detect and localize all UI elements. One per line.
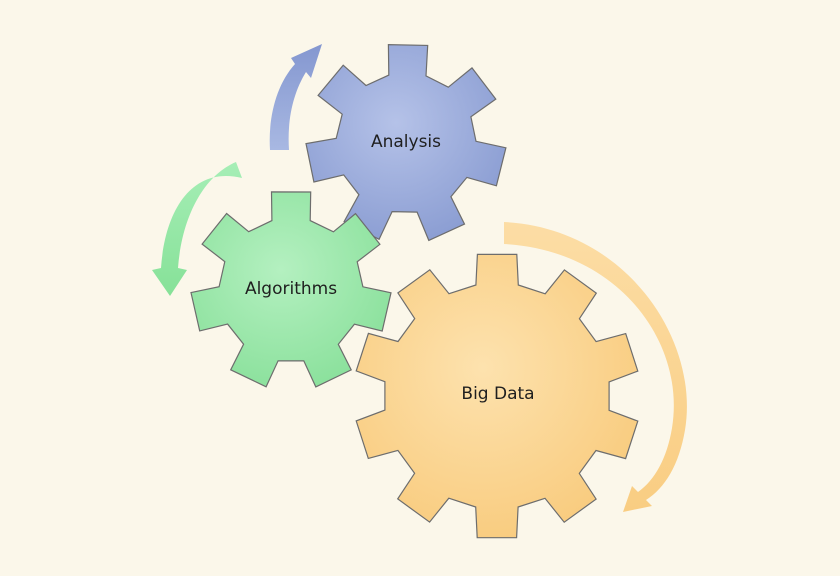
- algorithms-label: Algorithms: [245, 279, 337, 299]
- algorithms-gear-shape: [190, 191, 392, 388]
- blue-curved-arrow-icon: [269, 44, 322, 150]
- analysis-gear: [305, 43, 507, 242]
- big-data-label: Big Data: [461, 384, 534, 404]
- orange-curved-arrow-icon: [504, 222, 687, 512]
- bigdata-gear-shape: [355, 253, 639, 539]
- analysis-gear-shape: [305, 43, 507, 242]
- algorithms-gear: [190, 191, 392, 388]
- big-data-gear: [355, 253, 639, 539]
- analysis-label: Analysis: [371, 132, 441, 152]
- green-curved-arrow-icon: [152, 162, 242, 296]
